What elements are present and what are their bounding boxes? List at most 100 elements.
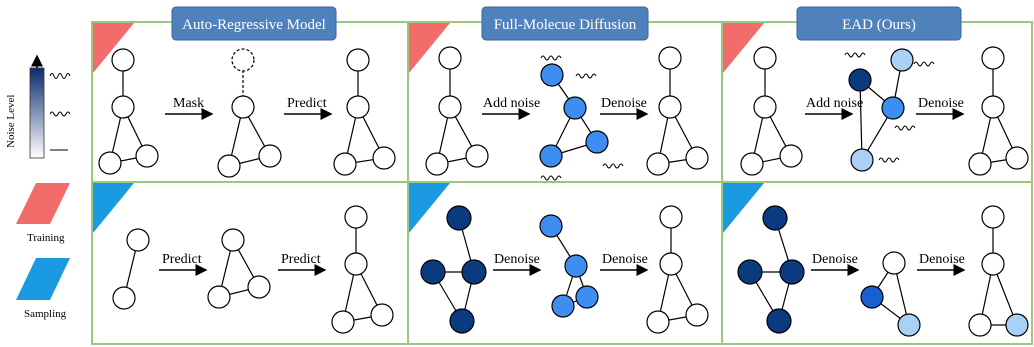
noise-legend: Noise Level: [5, 54, 71, 159]
sampling-flag-icon: [16, 258, 70, 300]
node: [438, 46, 462, 70]
node: [685, 303, 709, 327]
node: [370, 303, 394, 327]
ead-train-graph-3: [968, 46, 1029, 176]
training-flag-fm: [409, 23, 450, 73]
add-noise-label-ead: Add noise: [806, 96, 863, 111]
ead-train-graph-2: [848, 48, 914, 172]
noisy-node: [540, 63, 564, 87]
node: [344, 205, 368, 229]
training-flag-ar: [93, 23, 134, 73]
node: [658, 46, 682, 70]
ar-sample-graph-2: [207, 228, 271, 309]
ar-train-graph-2: [217, 48, 282, 178]
ar-sample-graph-1: [112, 228, 150, 310]
node: [438, 95, 462, 119]
sampling-label: Sampling: [24, 308, 67, 320]
noisy-node-dark: [779, 259, 805, 285]
ar-train-graph-3: [333, 48, 396, 176]
noisy-node: [539, 144, 563, 168]
node: [346, 95, 370, 119]
header-ead-text: EAD (Ours): [842, 17, 916, 33]
training-flag-ead: [723, 23, 764, 73]
noisy-node-dark: [766, 308, 792, 334]
node: [740, 152, 764, 176]
mask-label: Mask: [173, 96, 204, 111]
node: [981, 205, 1005, 229]
noise-squiggles-fm: [540, 55, 624, 181]
denoise-label: Denoise: [601, 96, 647, 111]
noisy-node: [563, 96, 587, 120]
denoise-label-ead: Denoise: [918, 96, 964, 111]
noisy-node-dark: [762, 205, 788, 231]
noisy-node-light: [890, 48, 914, 72]
header-fm-text: Full-Molecue Diffusion: [494, 17, 637, 33]
node: [753, 46, 777, 70]
node: [685, 146, 709, 170]
node: [968, 313, 992, 337]
noisy-node-dark: [446, 205, 472, 231]
node: [659, 252, 683, 276]
training-label: Training: [27, 232, 65, 244]
masked-node: [231, 48, 255, 72]
noisy-node-dark: [449, 308, 475, 334]
node: [425, 152, 449, 176]
fm-sample-graph-2: [539, 214, 599, 318]
fm-train-graph-2: [539, 63, 609, 168]
ead-sample-graph-1: [737, 205, 805, 334]
node: [111, 95, 135, 119]
noisy-node-mid: [860, 285, 884, 309]
denoise-label-fm-2: Denoise: [602, 252, 648, 267]
node: [659, 205, 683, 229]
noisy-node-mid: [539, 214, 563, 238]
node: [968, 152, 992, 176]
node: [981, 95, 1005, 119]
training-flag-icon: [16, 183, 70, 224]
node: [126, 228, 150, 252]
denoise-label-fm-1: Denoise: [494, 252, 540, 267]
noisy-node-mid: [881, 96, 905, 120]
ar-train-graph-1: [98, 48, 159, 175]
predict-label: Predict: [287, 96, 327, 111]
node: [779, 144, 803, 168]
noisy-node-mid: [551, 294, 575, 318]
noisy-node-light: [1005, 313, 1029, 337]
header-ar: Auto-Regressive Model: [171, 6, 337, 41]
sampling-flag-ead: [723, 183, 764, 233]
node: [1005, 146, 1029, 170]
predict-label-3: Predict: [281, 252, 321, 267]
node: [333, 152, 357, 176]
node: [231, 95, 255, 119]
fm-train-graph-1: [425, 46, 489, 176]
noisy-node-mid: [564, 254, 588, 278]
noise-level-label: Noise Level: [5, 95, 17, 148]
node: [646, 310, 670, 334]
node: [346, 48, 370, 72]
node: [135, 144, 159, 168]
ar-sample-graph-3: [331, 205, 394, 334]
fm-sample-graph-3: [646, 205, 709, 334]
noisy-node-dark: [848, 68, 872, 92]
ead-sample-graph-3: [968, 205, 1029, 337]
node: [646, 152, 670, 176]
noise-high-icon: [49, 73, 71, 79]
node: [882, 251, 906, 275]
noisy-node-dark: [737, 259, 763, 285]
header-fm: Full-Molecue Diffusion: [481, 6, 649, 41]
ead-train-graph-1: [740, 46, 803, 176]
ead-sample-graph-2: [860, 251, 921, 337]
node: [258, 144, 282, 168]
node: [344, 252, 368, 276]
node: [981, 46, 1005, 70]
noise-gradient-bar: [29, 67, 45, 159]
noise-squiggles-ead: [844, 52, 935, 163]
node: [465, 144, 489, 168]
header-ead: EAD (Ours): [796, 6, 962, 41]
noisy-node: [585, 130, 609, 154]
node: [658, 95, 682, 119]
noise-mid-icon: [49, 111, 71, 117]
denoise-label-ead-2: Denoise: [919, 252, 965, 267]
sampling-flag-fm: [409, 183, 450, 233]
node: [247, 275, 271, 299]
fm-sample-graph-1: [420, 205, 487, 334]
